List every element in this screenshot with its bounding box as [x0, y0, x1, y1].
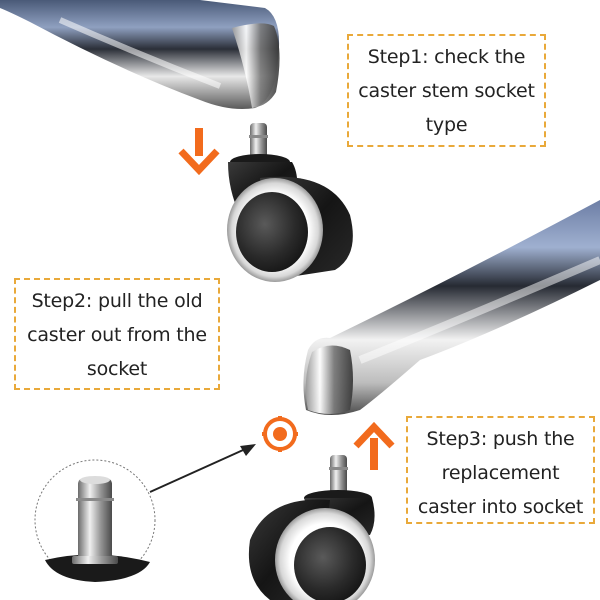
step2-line-3: socket [86, 358, 148, 380]
down-arrow-icon [178, 128, 220, 176]
step3-line-2: replacement [441, 462, 560, 484]
step2-line-2: caster out from the [27, 324, 207, 346]
caster-wheel-replacement [248, 455, 375, 600]
step2-line-1: Step2: pull the old [31, 290, 203, 312]
step1-line-2: caster stem socket [358, 80, 535, 102]
step1-line-1: Step1: check the [367, 46, 526, 68]
step3-line-3: caster into socket [417, 496, 584, 518]
caster-wheel-old [227, 123, 353, 282]
up-arrow-icon [353, 421, 395, 470]
target-icon [262, 416, 298, 452]
step3-line-1: Step3: push the [426, 428, 575, 450]
chair-base-arm-top [0, 0, 280, 109]
step3-callout-box: Step3: push the replacement caster into … [406, 416, 595, 524]
stem-closeup [34, 459, 156, 582]
chair-base-arm-bottom [303, 200, 600, 415]
callout-pointer-arrow [149, 444, 256, 493]
step2-callout-box: Step2: pull the old caster out from the … [14, 278, 220, 390]
step1-line-3: type [425, 114, 468, 136]
step1-callout-box: Step1: check the caster stem socket type [347, 34, 546, 147]
